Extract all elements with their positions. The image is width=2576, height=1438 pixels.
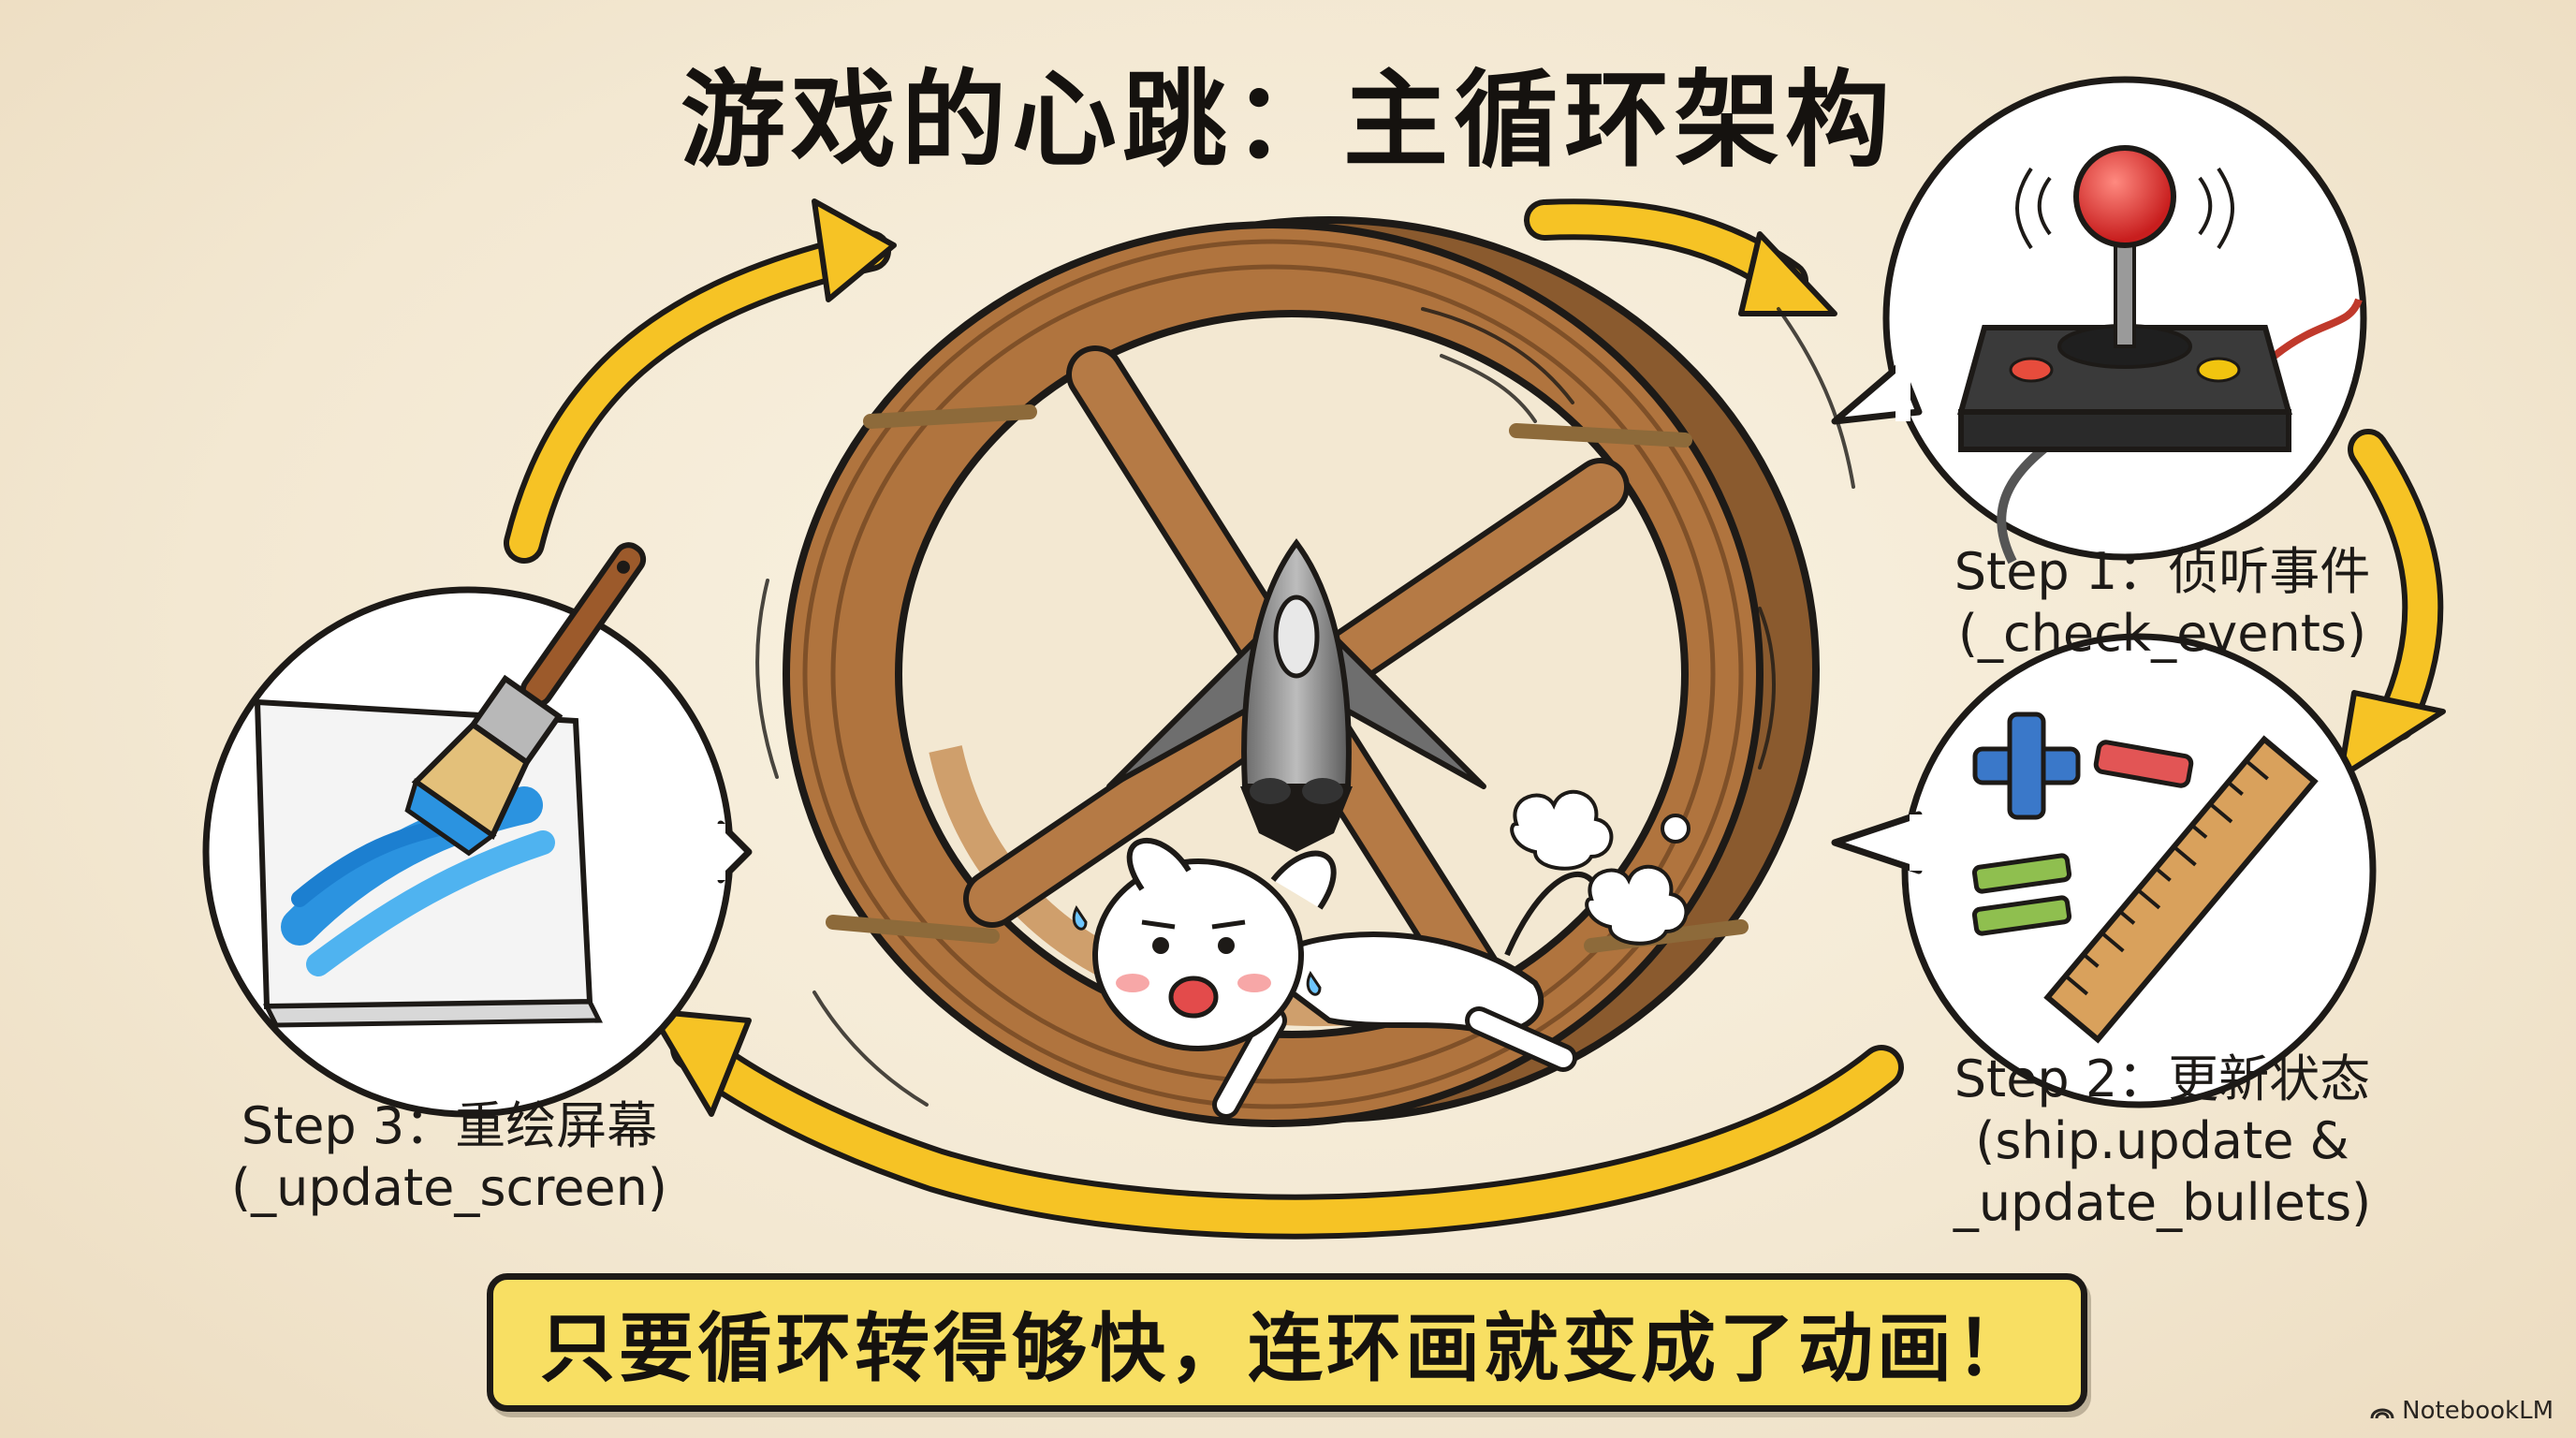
dust-puffs	[1510, 789, 1690, 946]
cycle-arrows	[504, 198, 2446, 1240]
notebooklm-logo-icon	[2370, 1408, 2394, 1419]
step3-label: Step 3：重绘屏幕 (_update_screen)	[187, 1095, 711, 1219]
step1-label: Step 1：侦听事件 (_check_events)	[1900, 541, 2424, 665]
step1-function: (_check_events)	[1957, 604, 2367, 663]
step1-bubble	[1831, 76, 2367, 565]
page-title: 游戏的心跳：主循环架构	[681, 60, 1895, 182]
paintbrush-canvas-icon	[254, 542, 647, 1028]
summary-banner-text: 只要循环转得够快，连环画就变成了动画！	[540, 1305, 2034, 1392]
running-dog-icon	[1072, 838, 1594, 1119]
step2-function-line1: (ship.update &	[1975, 1111, 2349, 1170]
step2-label: Step 2：更新状态 (ship.update & _update_bulle…	[1900, 1049, 2424, 1234]
step2-function-line2: _update_bullets)	[1953, 1173, 2372, 1232]
math-ruler-icon	[1971, 712, 2319, 1044]
step3-name: Step 3：重绘屏幕	[241, 1096, 658, 1155]
rocket-ship-icon	[1106, 537, 1486, 852]
step3-function: (_update_screen)	[231, 1158, 667, 1217]
notebooklm-watermark: NotebookLM	[2370, 1397, 2554, 1425]
step3-bubble	[202, 542, 753, 1118]
summary-banner: 只要循环转得够快，连环画就变成了动画！	[487, 1273, 2087, 1412]
watermark-text: NotebookLM	[2402, 1397, 2554, 1425]
step2-bubble	[1831, 633, 2377, 1108]
step2-name: Step 2：更新状态	[1954, 1049, 2371, 1108]
step1-name: Step 1：侦听事件	[1954, 542, 2371, 601]
joystick-icon	[1957, 145, 2363, 565]
